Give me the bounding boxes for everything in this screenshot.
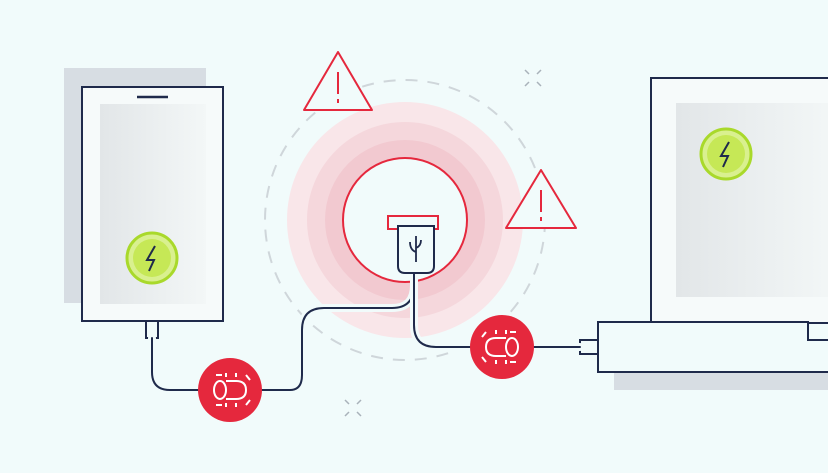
laptop <box>579 77 828 390</box>
usb-plug-icon <box>387 215 439 274</box>
laptop-charging-icon <box>699 127 753 181</box>
bug-icon <box>470 315 534 379</box>
bug-icon <box>198 358 262 422</box>
warning-triangle-icon <box>505 169 577 229</box>
sparkle-icon <box>344 399 362 417</box>
phone-charging-icon <box>125 231 179 285</box>
warning-triangle-icon <box>303 51 373 111</box>
cables <box>148 269 584 394</box>
sparkle-icon <box>524 69 542 87</box>
phone <box>64 68 224 339</box>
